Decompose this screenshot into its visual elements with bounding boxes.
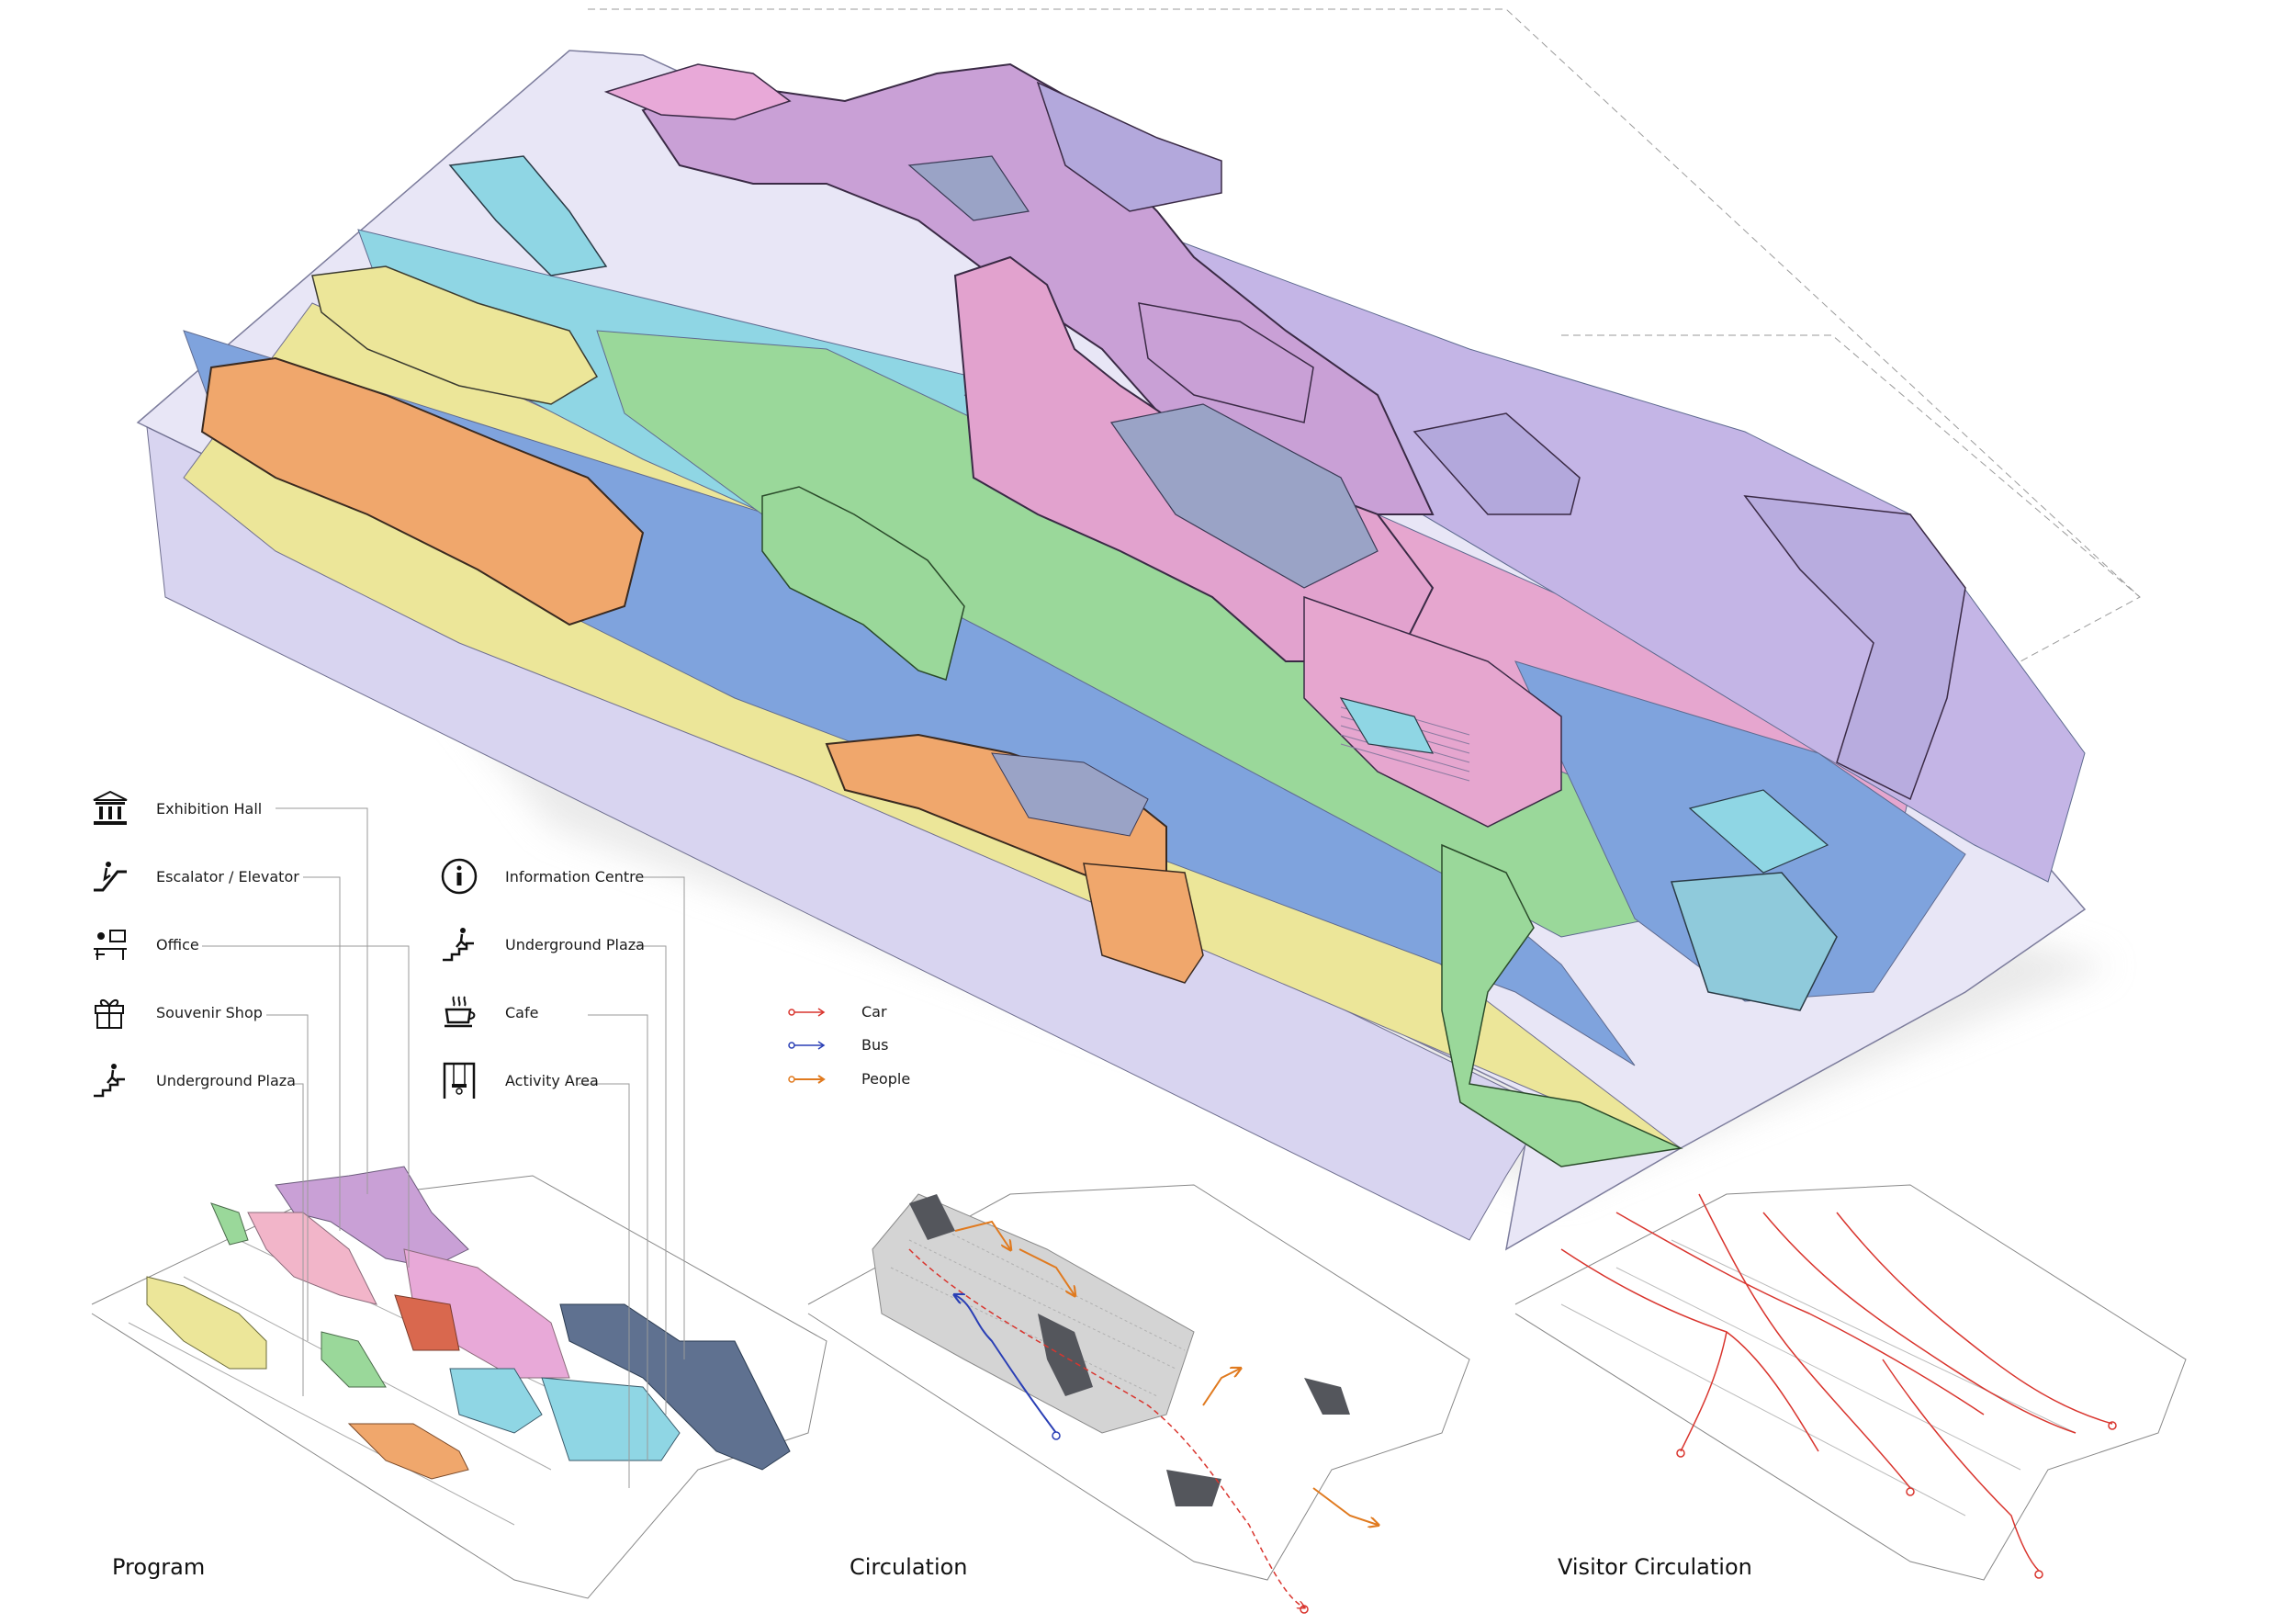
route-label: Bus	[861, 1036, 889, 1054]
legend-underground-plaza-left: Underground Plaza	[90, 1060, 296, 1100]
program-navy	[559, 1303, 791, 1471]
orange-block	[200, 356, 645, 626]
purple-side-block	[1138, 302, 1314, 423]
office-desk-icon	[90, 924, 130, 964]
legend-label: Office	[156, 935, 199, 953]
program-diagram	[91, 807, 827, 1599]
route-label: People	[861, 1070, 911, 1088]
legend-escalator: Escalator / Elevator	[90, 856, 299, 897]
caption-circulation: Circulation	[850, 1554, 968, 1580]
orange-lower-tower	[1083, 863, 1204, 984]
car-route-swatch	[788, 1007, 826, 1017]
pink-stair-building	[1303, 595, 1562, 828]
legend-souvenir-shop: Souvenir Shop	[90, 992, 263, 1032]
caption-visitor-circulation: Visitor Circulation	[1558, 1554, 1752, 1580]
program-cyan	[449, 1368, 543, 1434]
legend-office: Office	[90, 924, 199, 964]
purple-upper-wing	[1036, 81, 1222, 212]
legend-underground-plaza-right: Underground Plaza	[439, 924, 645, 964]
legend-activity-area: Activity Area	[439, 1060, 599, 1100]
route-legend-people: People	[788, 1070, 910, 1088]
route-legend-bus: Bus	[788, 1036, 888, 1054]
legend-label: Exhibition Hall	[156, 799, 263, 818]
program-green-2	[321, 1331, 387, 1388]
people-route-swatch	[788, 1074, 826, 1084]
legend-label: Underground Plaza	[156, 1071, 296, 1089]
legend-cafe: Cafe	[439, 992, 538, 1032]
program-cyan-2	[541, 1377, 681, 1461]
dark-block-3	[1304, 1378, 1350, 1415]
teal-block-right-2	[1688, 789, 1829, 874]
main-axonometric-model	[136, 8, 2141, 1251]
visitor-circulation-diagram	[1514, 1184, 2187, 1581]
swing-icon	[439, 1060, 479, 1100]
program-red	[394, 1294, 460, 1351]
bus-route-swatch	[788, 1040, 826, 1050]
visitor-route-endpoints	[1676, 1421, 2117, 1579]
gift-box-icon	[90, 992, 130, 1032]
yellow-block	[311, 265, 599, 405]
site-boundary-right	[1561, 334, 2141, 598]
program-yellow	[146, 1276, 267, 1370]
legend-label: Information Centre	[505, 867, 645, 885]
program-orange	[347, 1423, 469, 1480]
legend-exhibition-hall: Exhibition Hall	[90, 788, 262, 829]
stairs-walker-icon	[439, 924, 479, 964]
legend-information-centre: Information Centre	[439, 856, 644, 897]
caption-program: Program	[112, 1554, 206, 1580]
legend-label: Cafe	[505, 1003, 539, 1021]
dark-block-4	[1166, 1470, 1221, 1506]
lavender-right-block	[1412, 412, 1581, 515]
program-purple	[275, 1166, 469, 1269]
grey-roof-orange	[991, 752, 1149, 837]
people-route-4	[1312, 1487, 1378, 1525]
teal-block-right	[1670, 872, 1838, 1011]
visitor-routes	[1560, 1193, 2113, 1572]
grey-escalator-strip	[1109, 403, 1379, 589]
grey-escalator-strip-2	[907, 155, 1030, 221]
cyan-ramp	[1339, 697, 1435, 754]
car-route	[908, 1248, 1304, 1607]
route-legend-car: Car	[788, 1003, 887, 1021]
parking-deck	[872, 1193, 1195, 1434]
green-block-lower	[1441, 843, 1683, 1167]
people-route-2	[1019, 1248, 1075, 1295]
legend-label: Escalator / Elevator	[156, 867, 299, 885]
route-label: Car	[861, 1003, 887, 1021]
program-pink	[247, 1212, 377, 1305]
cyan-block-top-left	[448, 155, 608, 276]
escalator-icon	[90, 856, 130, 897]
bus-route	[955, 1295, 1057, 1434]
coffee-cup-icon	[439, 992, 479, 1032]
legend-leader-lines	[202, 807, 685, 1488]
site-boundary	[588, 8, 2141, 919]
people-route-3	[1202, 1369, 1240, 1406]
museum-icon	[90, 788, 130, 829]
legend-label: Souvenir Shop	[156, 1003, 263, 1021]
legend-label: Activity Area	[505, 1071, 599, 1089]
lavender-far-block	[1743, 495, 1966, 801]
legend-label: Underground Plaza	[505, 935, 645, 953]
green-block-center	[761, 486, 965, 681]
dark-block-2	[1038, 1314, 1093, 1396]
circulation-diagram	[807, 1184, 1470, 1614]
pink-top-wing	[603, 63, 792, 120]
program-green	[210, 1202, 249, 1246]
people-route-1	[954, 1220, 1010, 1249]
info-icon	[439, 856, 479, 897]
stairs-walker-icon	[90, 1060, 130, 1100]
dark-block-1	[909, 1194, 955, 1240]
